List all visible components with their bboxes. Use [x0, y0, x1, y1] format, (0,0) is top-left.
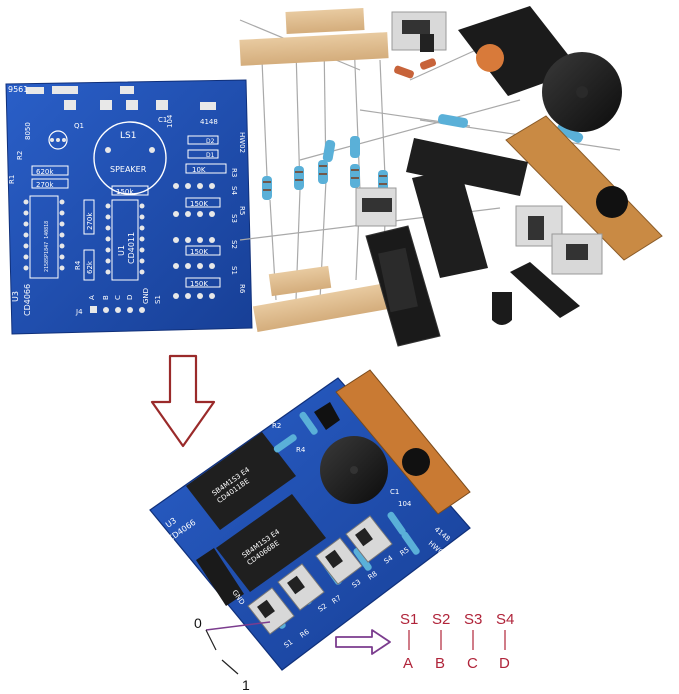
- right-arrow-icon: [335, 629, 391, 655]
- assembled-pcb: SB4M1S3 E4 CD4011BE SB4M1S3 E4 CD4066BE: [149, 369, 471, 671]
- hw-label: HW02: [238, 132, 246, 153]
- assembled-ic-top: [186, 432, 296, 530]
- legend-pin-d: D: [499, 655, 510, 672]
- s4-label: S4: [230, 186, 238, 195]
- resistor-group: [262, 114, 584, 200]
- pin-c-label: C: [114, 295, 122, 300]
- speaker-ref: LS1: [120, 131, 136, 141]
- speaker-outline: [93, 121, 167, 195]
- c1-label: C1: [158, 116, 167, 124]
- down-arrow-icon: [150, 354, 216, 448]
- loose-components: [239, 6, 663, 347]
- r-620k-label: 620k: [36, 168, 54, 176]
- transistor-label: 8050: [24, 122, 32, 140]
- r3-label: R3: [230, 168, 238, 177]
- r-150k-b-label: 150K: [190, 248, 208, 256]
- legend-pin-a: A: [403, 655, 413, 672]
- d2-label: D2: [206, 138, 215, 145]
- switch-pin-legend: S1 S2 S3 S4 A B C D: [400, 611, 514, 672]
- assembled-cap-label: 104: [398, 500, 412, 508]
- assembled-ic-bottom: [216, 494, 326, 592]
- r5-label: R5: [238, 206, 246, 215]
- ic-chip-2: [412, 168, 488, 278]
- assembled-s1-label: S1: [283, 638, 295, 650]
- cap-104-label: 104: [166, 114, 174, 128]
- r-62k-label: 62k: [86, 260, 94, 274]
- assembled-r2-label: R2: [272, 422, 281, 430]
- d1-label: D1: [206, 152, 215, 159]
- legend-switch-3: S3: [464, 611, 482, 628]
- pin-a-label: A: [88, 295, 96, 300]
- r-270k-label: 270k: [36, 181, 54, 189]
- r-150k-c-label: 150K: [190, 280, 208, 288]
- u3-label: U3: [11, 291, 20, 302]
- diode-4148-label: 4148: [200, 118, 218, 126]
- s3-label: S3: [230, 214, 238, 223]
- bare-pcb: 9561 LS1 SPEAKER 8050 Q1 620k 270k R1 R2…: [5, 79, 253, 335]
- u1-part-label: CD4011: [127, 232, 136, 264]
- pin-gnd-label: GND: [142, 288, 150, 304]
- speaker-label: SPEAKER: [110, 165, 147, 174]
- assembled-r7-label: R7: [331, 594, 343, 606]
- s1-label: S1: [230, 266, 238, 275]
- assembled-s4-label: S4: [383, 554, 395, 566]
- legend-switch-2: S2: [432, 611, 450, 628]
- pcb-code: 9561: [8, 85, 28, 94]
- state-0-label: 0: [194, 615, 202, 631]
- r4-label: R4: [74, 260, 82, 270]
- assembled-r5-label: R5: [399, 546, 411, 558]
- assembled-s2-label: S2: [317, 602, 329, 614]
- pin-b-label: B: [102, 295, 110, 300]
- assembled-switches: [247, 515, 393, 635]
- pin-d-label: D: [126, 295, 134, 300]
- legend-pin-c: C: [467, 655, 478, 672]
- r6-label: R6: [238, 284, 246, 294]
- assembled-r8-label: R8: [367, 570, 379, 582]
- s-vertical-label: S1: [154, 295, 162, 304]
- ic-chip-1: [406, 138, 528, 196]
- q1-label: Q1: [74, 122, 84, 130]
- u3-part-label: CD4066: [23, 284, 32, 316]
- r1-label: R1: [8, 175, 16, 184]
- assembled-r4-label: R4: [296, 446, 306, 454]
- state-1-label: 1: [242, 677, 250, 693]
- r-150k-label: 150k: [116, 188, 134, 196]
- r2-label: R2: [16, 151, 24, 160]
- assembled-s3-label: S3: [351, 578, 363, 590]
- u1-label: U1: [117, 245, 126, 256]
- legend-pin-b: B: [435, 655, 445, 672]
- pcb-serial: 2158SP1847 140818: [44, 221, 50, 272]
- r-150k-a-label: 150K: [190, 200, 208, 208]
- r-270k-v-label: 270k: [86, 212, 94, 230]
- switch-state-annotation: 0 1: [194, 615, 271, 693]
- legend-switch-4: S4: [496, 611, 514, 628]
- assembled-c1-label: C1: [390, 488, 399, 496]
- legend-switch-1: S1: [400, 611, 418, 628]
- j4-label: J4: [75, 308, 83, 316]
- r-10k-label: 10K: [192, 166, 206, 174]
- s2-label: S2: [230, 240, 238, 249]
